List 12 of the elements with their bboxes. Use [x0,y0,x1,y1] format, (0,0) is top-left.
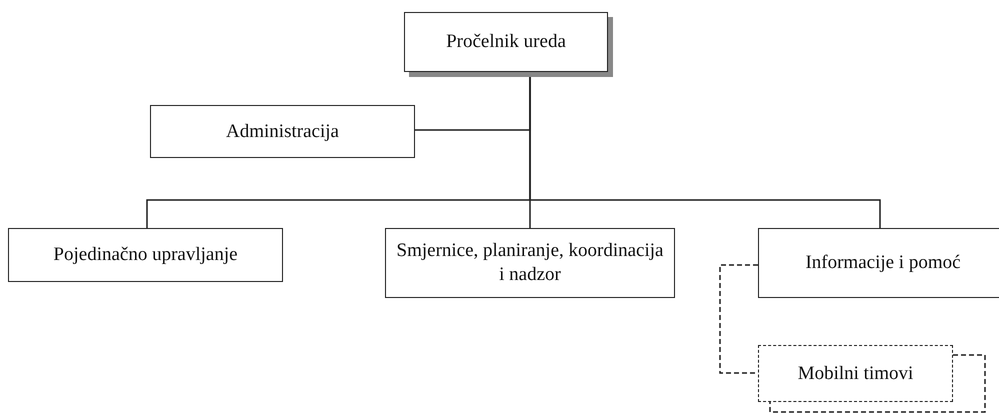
unit-label: Mobilni timovi [798,362,914,386]
unit-label: Administracija [226,120,339,144]
unit-label: Pojedinačno upravljanje [53,243,238,267]
unit-label: Smjernice, planiranje, koordinacija i nadzor [396,239,664,287]
dashed-connector [719,264,758,374]
unit-label: Informacije i pomoć [805,251,961,275]
org-unit-box [150,105,415,158]
dashed-unit-box [758,345,953,402]
org-unit-box [8,228,283,282]
unit-label: Pročelnik ureda [446,30,566,54]
org-unit-box [385,228,675,298]
org-unit-box [758,228,999,298]
